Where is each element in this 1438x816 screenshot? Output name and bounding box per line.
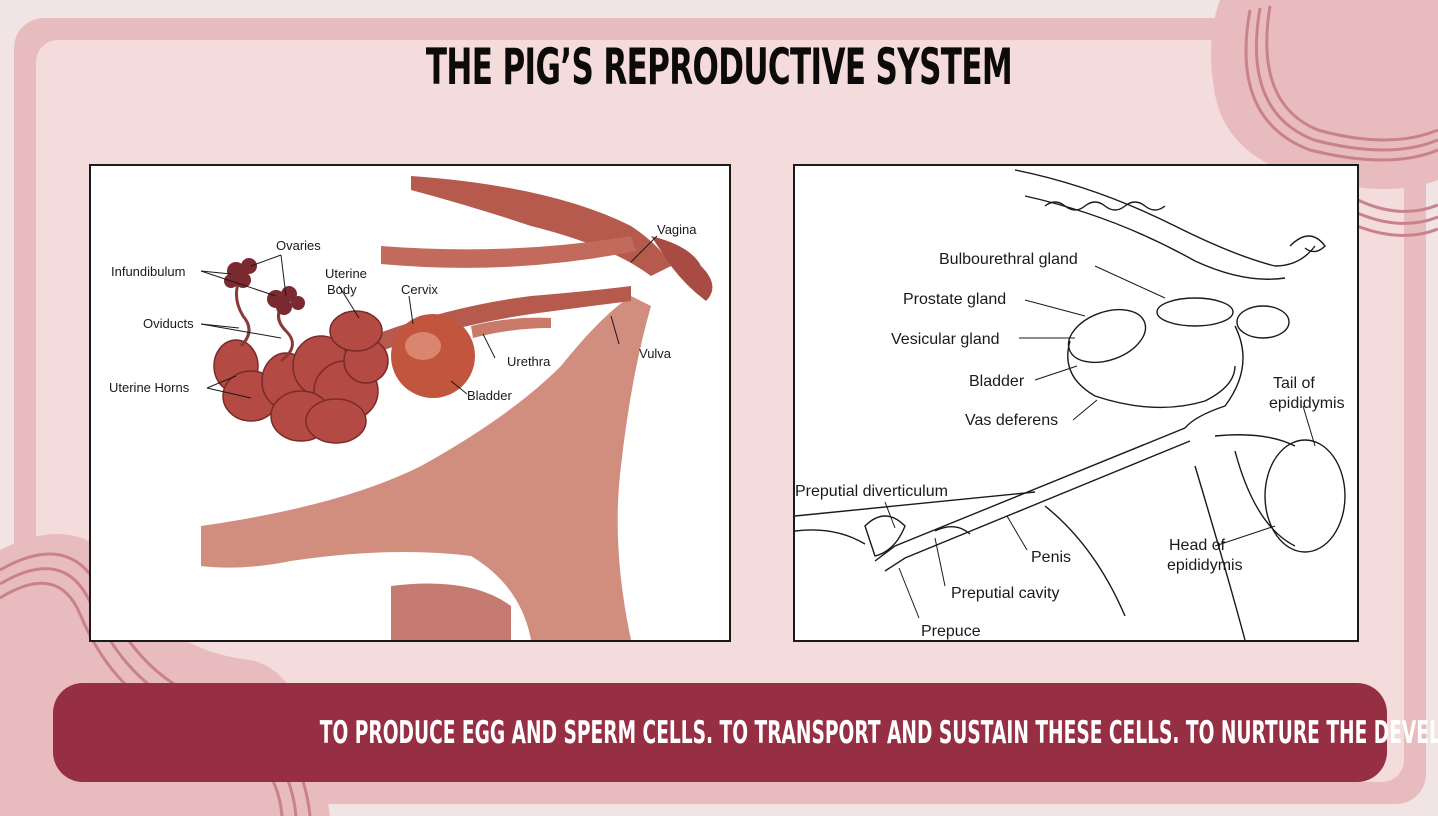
label-ovaries: Ovaries [276, 238, 321, 253]
purpose-banner: TO PRODUCE EGG AND SPERM CELLS. TO TRANS… [53, 683, 1438, 782]
urethra-tube [471, 317, 551, 338]
female-reproductive-diagram: Ovaries Infundibulum Uterine Body Cervix… [89, 164, 731, 642]
decorative-swirl-top-right [1211, 0, 1438, 237]
label-tail-of-epididymis-line1: Tail of [1273, 375, 1315, 392]
label-preputial-cavity: Preputial cavity [951, 585, 1060, 602]
label-bulbourethral-gland: Bulbourethral gland [939, 251, 1078, 268]
label-bladder-male: Bladder [969, 373, 1025, 390]
label-head-of-epididymis-line1: Head of [1169, 537, 1226, 554]
uterine-horns-organ [213, 310, 389, 444]
male-anatomy-illustration: Bulbourethral gland Prostate gland Vesic… [795, 169, 1346, 640]
male-leader-lines [884, 265, 1316, 619]
label-vagina: Vagina [657, 222, 697, 237]
male-anatomy-lines [795, 169, 1346, 640]
label-vas-deferens: Vas deferens [965, 412, 1058, 429]
vulva-tissue [391, 583, 511, 640]
label-tail-of-epididymis-line2: epididymis [1269, 395, 1345, 412]
female-anatomy-illustration: Ovaries Infundibulum Uterine Body Cervix… [109, 176, 713, 640]
slide-title: THE PIG’S REPRODUCTIVE SYSTEM [425, 38, 1013, 96]
label-vesicular-gland: Vesicular gland [891, 331, 1000, 348]
label-vulva: Vulva [639, 346, 672, 361]
female-leader-lines [200, 235, 658, 399]
label-infundibulum: Infundibulum [111, 264, 185, 279]
label-prepuce: Prepuce [921, 623, 981, 640]
banner-text: TO PRODUCE EGG AND SPERM CELLS. TO TRANS… [319, 715, 1438, 751]
label-uterine-horns: Uterine Horns [109, 380, 190, 395]
label-uterine-body-line2: Body [327, 282, 357, 297]
male-reproductive-diagram: Bulbourethral gland Prostate gland Vesic… [793, 164, 1359, 642]
label-prostate-gland: Prostate gland [903, 291, 1006, 308]
rectum-tract [411, 176, 671, 276]
label-head-of-epididymis-line2: epididymis [1167, 557, 1243, 574]
cervix-tube [371, 286, 631, 351]
label-preputial-diverticulum: Preputial diverticulum [795, 483, 948, 500]
label-uterine-body-line1: Uterine [325, 266, 367, 281]
label-oviducts: Oviducts [143, 316, 194, 331]
vagina-end [651, 236, 713, 301]
ovaries-organ [224, 258, 305, 315]
vulva-vagina-tract [201, 296, 651, 640]
label-urethra: Urethra [507, 354, 551, 369]
broad-ligament [381, 236, 636, 268]
oviduct-left [235, 275, 251, 348]
label-penis: Penis [1031, 549, 1071, 566]
label-bladder-female: Bladder [467, 388, 512, 403]
label-cervix: Cervix [401, 282, 438, 297]
